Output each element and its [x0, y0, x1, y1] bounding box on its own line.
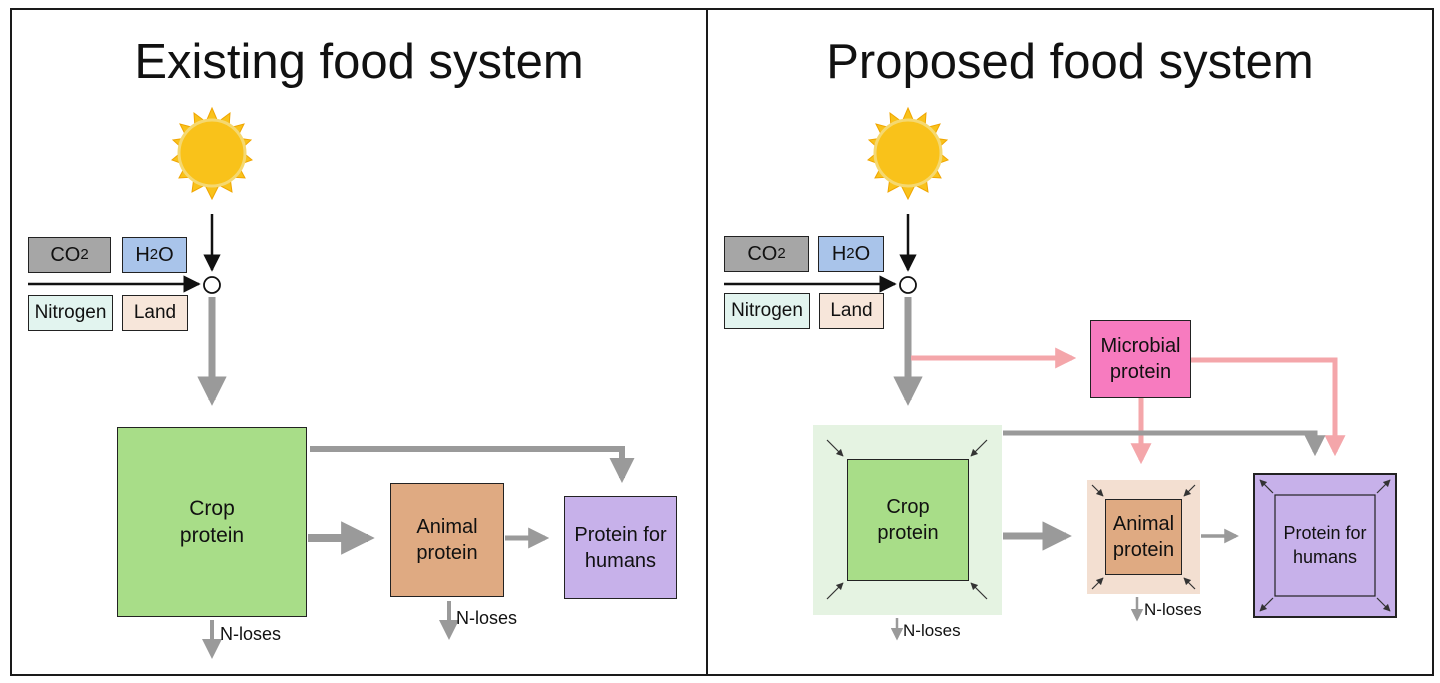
animal-protein-box: Animal protein — [390, 483, 504, 597]
crop-protein-box: Crop protein — [117, 427, 307, 617]
nitrogen-input: Nitrogen — [28, 295, 113, 331]
humans-protein-box: Protein for humans — [564, 496, 677, 599]
crop-n-loss-label: N-loses — [220, 624, 282, 644]
land-input: Land — [122, 295, 188, 331]
nitrogen-input: Nitrogen — [724, 293, 810, 329]
existing-system-title: Existing food system — [134, 35, 584, 89]
crop-protein-box: Crop protein — [847, 459, 969, 581]
proposed-system-title: Proposed food system — [826, 35, 1314, 89]
land-input: Land — [819, 293, 884, 329]
animal-n-loss-label: N-loses — [456, 608, 518, 628]
crop-n-loss-label: N-loses — [903, 621, 961, 640]
microbial-protein-box: Microbial protein — [1090, 320, 1191, 398]
animal-protein-box: Animal protein — [1105, 499, 1182, 575]
animal-n-loss-label: N-loses — [1144, 600, 1202, 619]
humans-protein-box: Protein for humans — [1283, 523, 1367, 567]
